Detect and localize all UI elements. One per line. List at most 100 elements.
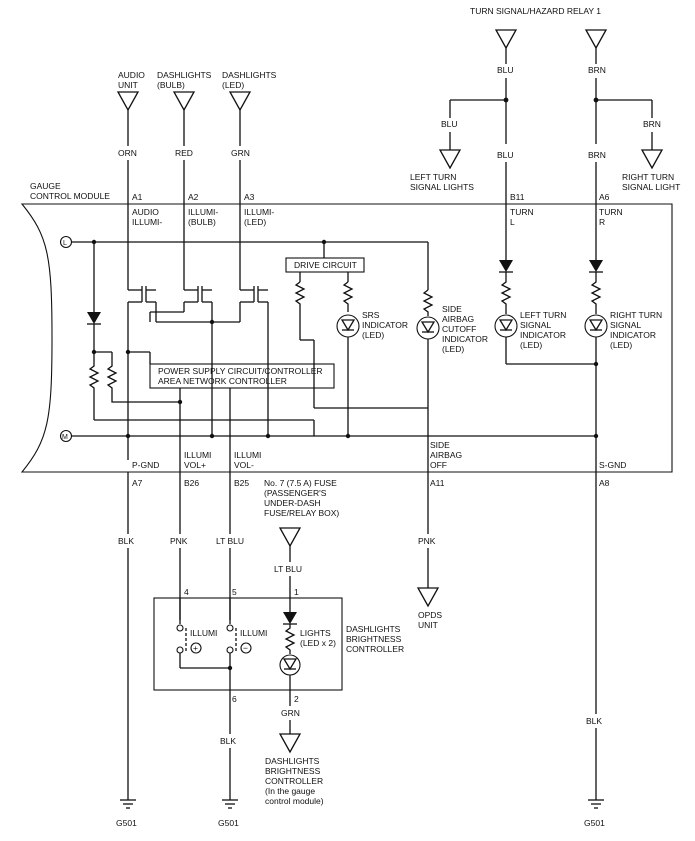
power-supply-box (149, 363, 335, 389)
pin-label: A3 (244, 192, 255, 202)
dashlights-controller-box (153, 597, 343, 691)
splice (593, 97, 599, 103)
opds-connector (416, 587, 440, 608)
switch-minus-label: ILLUMI (240, 628, 267, 638)
dashlights-led-label: DASHLIGHTS (LED) (222, 70, 279, 90)
wire-color: ORN (118, 148, 137, 158)
ground-icon (222, 799, 238, 809)
wire-color: BRN (588, 150, 606, 160)
diode (283, 612, 297, 624)
pin-label: A1 (132, 192, 143, 202)
svg-text:−: − (243, 643, 248, 653)
dashlights-bulb-label: DASHLIGHTS (BULB) (157, 70, 214, 90)
left-turn-lights-label: LEFT TURN SIGNAL LIGHTS (410, 172, 474, 192)
pin-label: 5 (232, 587, 237, 597)
wire-color: GRN (281, 708, 300, 718)
resistor (422, 289, 434, 316)
wire-color: GRN (231, 148, 250, 158)
plus-icon (190, 642, 202, 654)
audio-unit-label: AUDIO UNIT (118, 70, 147, 90)
diode (589, 260, 603, 272)
controller-title: DASHLIGHTS BRIGHTNESS CONTROLLER (346, 624, 404, 654)
power-supply-label: POWER SUPPLY CIRCUIT/CONTROLLER AREA NET… (158, 366, 325, 386)
resistor (342, 281, 354, 312)
pin-label: 6 (232, 694, 237, 704)
fuse-connector (278, 527, 302, 548)
fuse-label: No. 7 (7.5 A) FUSE (PASSENGER'S UNDER-DA… (264, 478, 339, 518)
wire-color: BLU (497, 150, 514, 160)
wire-color: RED (175, 148, 193, 158)
svg-text:M: M (62, 434, 68, 441)
switch-contact (176, 646, 184, 654)
resistor (294, 281, 306, 312)
switch-contact (226, 624, 234, 632)
dashlights-led-connector (228, 91, 252, 112)
srs-indicator-label: SRS INDICATOR (LED) (362, 310, 410, 340)
dashlights-bulb-connector (172, 91, 196, 112)
srs-led (336, 314, 360, 338)
pin-name: ILLUMI- (LED) (244, 207, 277, 227)
mosfet-a2 (183, 204, 213, 322)
ground-icon (588, 799, 604, 809)
left-turn-indicator-label: LEFT TURN SIGNAL INDICATOR (LED) (520, 310, 569, 350)
drive-circuit-box (285, 257, 365, 273)
pin-name: SIDE AIRBAG OFF (430, 440, 465, 470)
left-turn-led (494, 314, 518, 338)
pin-name: ILLUMI VOL- (234, 450, 264, 470)
side-airbag-led (416, 316, 440, 340)
wire-color: BLK (118, 536, 134, 546)
pin-label: A7 (132, 478, 143, 488)
resistor (88, 352, 100, 420)
pin-label: B11 (510, 192, 525, 202)
pin-name: TURN R (599, 207, 625, 227)
switch-contact (176, 624, 184, 632)
wire-color: PNK (418, 536, 436, 546)
audio-unit-connector (116, 91, 140, 112)
pin-label: B25 (234, 478, 249, 488)
lights-label: LIGHTS (LED x 2) (300, 628, 336, 648)
bottom-controller-connector (278, 733, 302, 754)
ground-label: G501 (584, 818, 605, 828)
ground-label: G501 (218, 818, 239, 828)
resistor (284, 624, 296, 654)
pin-name: P-GND (132, 460, 159, 470)
pin-name: ILLUMI- (BULB) (188, 207, 221, 227)
ground-icon (120, 799, 136, 809)
minus-icon (240, 642, 252, 654)
ground-label: G501 (116, 818, 137, 828)
pin-label: A8 (599, 478, 610, 488)
wire-color: LT BLU (274, 564, 302, 574)
wire-color: LT BLU (216, 536, 244, 546)
splice (503, 97, 509, 103)
right-turn-led (584, 314, 608, 338)
wire-color: BLU (497, 65, 514, 75)
wire-color: BRN (588, 65, 606, 75)
terminal-m (59, 429, 73, 443)
mosfet-a3 (239, 204, 269, 436)
resistor (590, 272, 602, 314)
wire-color: BLK (220, 736, 236, 746)
wire-color: PNK (170, 536, 188, 546)
pin-label: A2 (188, 192, 199, 202)
pin-name: TURN L (510, 207, 536, 227)
left-turn-lights-connector (438, 149, 462, 170)
svg-text:+: + (193, 643, 198, 653)
side-airbag-indicator-label: SIDE AIRBAG CUTOFF INDICATOR (LED) (442, 304, 490, 354)
svg-text:L: L (63, 240, 67, 247)
drive-circuit-label: DRIVE CIRCUIT (294, 260, 357, 270)
pin-label: B26 (184, 478, 199, 488)
wire-color: BLK (586, 716, 602, 726)
pin-label: 2 (294, 694, 299, 704)
module-title: GAUGE CONTROL MODULE (30, 181, 110, 201)
gauge-control-module-box (20, 203, 673, 473)
pin-label: A11 (430, 478, 445, 488)
bottom-controller-label: DASHLIGHTS BRIGHTNESS CONTROLLER (In the… (265, 756, 325, 806)
relay-connector-right (584, 29, 608, 50)
right-turn-indicator-label: RIGHT TURN SIGNAL INDICATOR (LED) (610, 310, 664, 350)
opds-unit-label: OPDS UNIT (418, 610, 444, 630)
pin-name: S-GND (599, 460, 626, 470)
switch-contact (226, 646, 234, 654)
lights-led (279, 654, 301, 676)
pin-label: 4 (184, 587, 189, 597)
